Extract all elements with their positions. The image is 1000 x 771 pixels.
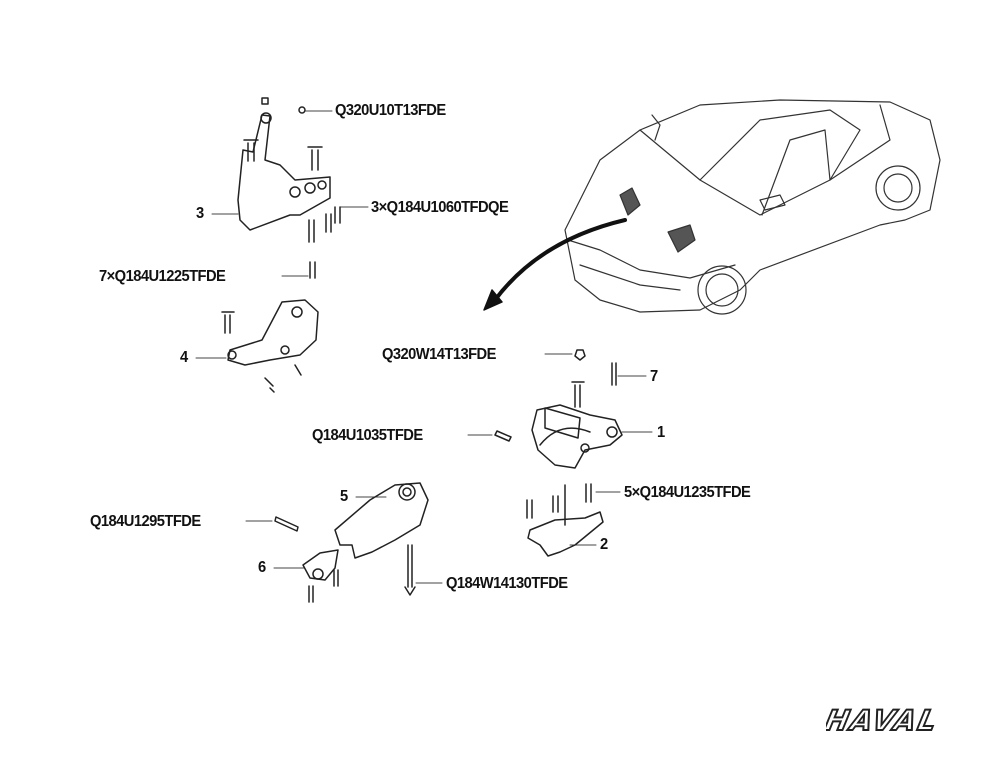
location-arrow xyxy=(493,218,627,302)
part-label-q184u1235tfde: 5×Q184U1235TFDE xyxy=(624,484,751,501)
part-number-5: 5 xyxy=(340,488,348,505)
part-number-2: 2 xyxy=(600,536,608,553)
part-label-q184u1060tfdqe: 3×Q184U1060TFDQE xyxy=(371,199,509,216)
part-number-4: 4 xyxy=(180,349,188,366)
bracket-4-drawing xyxy=(221,299,319,393)
part-number-7: 7 xyxy=(650,368,658,385)
link-5-drawing xyxy=(274,482,429,596)
part-number-6: 6 xyxy=(258,559,266,576)
leader-lines xyxy=(195,110,653,584)
part-label-q184u1225tfde: 7×Q184U1225TFDE xyxy=(99,268,226,285)
part-number-3: 3 xyxy=(196,205,204,222)
mount-1-drawing xyxy=(494,349,623,469)
part-label-q320u10t13fde: Q320U10T13FDE xyxy=(335,102,446,119)
part-label-q184u1295tfde: Q184U1295TFDE xyxy=(90,513,201,530)
bracket-3-drawing xyxy=(237,97,341,279)
bracket-6-drawing xyxy=(302,549,339,603)
part-number-1: 1 xyxy=(657,424,665,441)
svg-text:HAVAL: HAVAL xyxy=(826,704,942,737)
part-label-q184w14130tfde: Q184W14130TFDE xyxy=(446,575,568,592)
bracket-2-drawing xyxy=(526,483,604,557)
haval-logo: HAVAL xyxy=(826,703,943,738)
part-label-q184u1035tfde: Q184U1035TFDE xyxy=(312,427,423,444)
vehicle-illustration xyxy=(564,99,941,315)
part-label-q320w14t13fde: Q320W14T13FDE xyxy=(382,346,496,363)
